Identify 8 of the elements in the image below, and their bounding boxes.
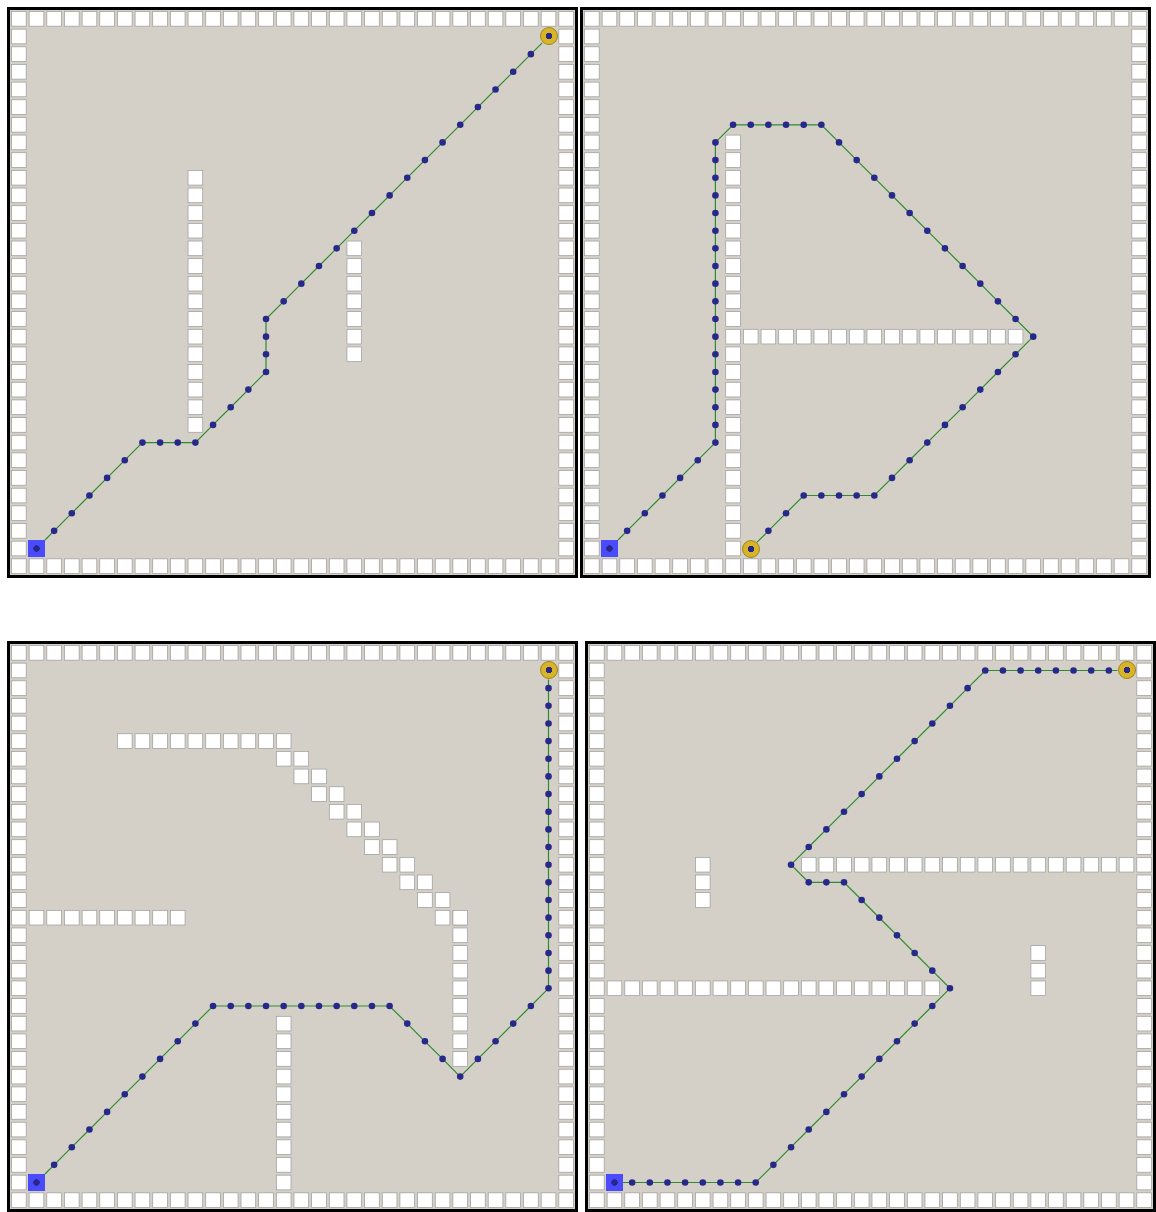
goal-marker	[539, 661, 558, 680]
goal-marker	[539, 27, 558, 46]
goal-marker	[1117, 661, 1136, 680]
start-marker	[606, 1174, 623, 1191]
goal-marker	[741, 539, 760, 558]
start-marker	[28, 1174, 45, 1191]
start-marker	[28, 540, 45, 557]
start-marker	[601, 540, 618, 557]
